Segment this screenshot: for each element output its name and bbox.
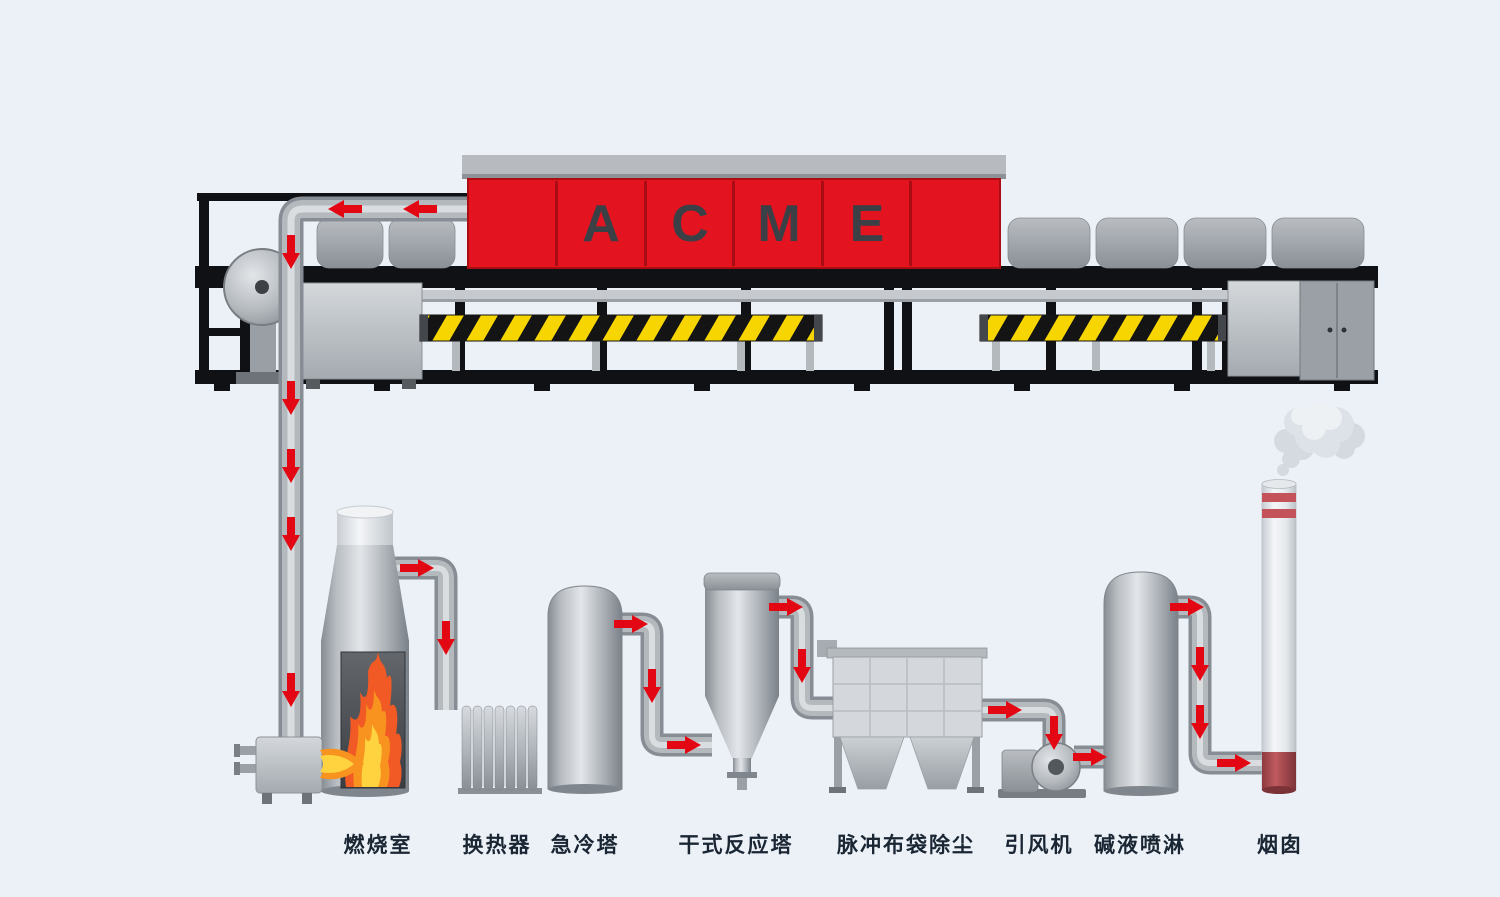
label-dry-reaction-tower: 干式反应塔 [678,834,794,857]
alkali-spray-tower [1103,571,1179,796]
combustion-chamber [234,505,409,804]
panel-dividers [555,181,912,266]
machine-segments [316,217,1365,269]
dust-collector [817,640,988,793]
left-control-box [299,282,423,389]
machine-rails [420,290,1230,371]
induced-draft-fan [998,742,1086,798]
label-combustion-chamber: 燃烧室 [343,834,413,857]
burner [234,736,323,804]
dry-reaction-tower [703,572,781,790]
quench-tower [547,585,623,794]
label-quench-tower: 急冷塔 [550,834,620,857]
label-pulse-bag-dust-collector: 脉冲布袋除尘 [837,834,975,857]
label-chimney: 烟囱 [1257,834,1303,857]
label-heat-exchanger: 换热器 [462,834,532,857]
brand-letter-a: A [582,195,620,253]
brand-letter-e: E [850,195,885,253]
acme-enclosure: A C M E [462,155,1006,269]
heat-exchanger [458,705,542,794]
brand-letter-m: M [757,195,800,253]
label-alkali-spray: 碱液喷淋 [1094,834,1186,857]
hazard-bars [419,314,1227,342]
chimney [1261,479,1297,794]
label-induced-draft-fan: 引风机 [1004,834,1074,857]
brand-letter-c: C [671,195,709,253]
smoke-cloud [1274,402,1365,476]
right-cabinets [1227,280,1375,381]
flame [320,652,402,787]
feed-pipe [278,196,486,746]
